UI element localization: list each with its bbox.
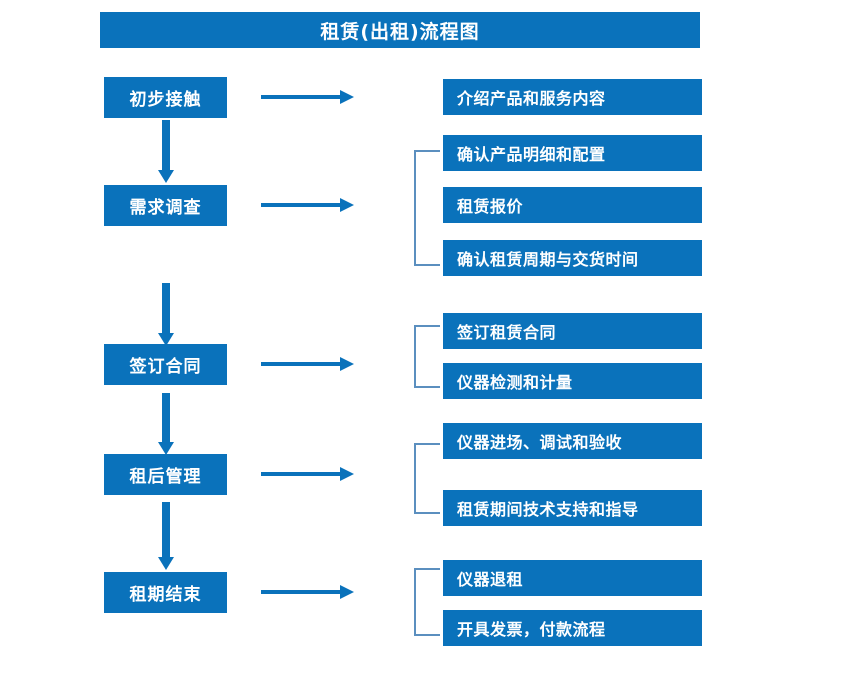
stage-box-post-rental-management[interactable]: 租后管理 xyxy=(104,454,227,495)
arrow-head xyxy=(340,198,354,212)
arrow-head xyxy=(340,585,354,599)
task-box-invoicing-payment[interactable]: 开具发票，付款流程 xyxy=(443,610,702,646)
stage-box-demand-survey[interactable]: 需求调查 xyxy=(104,185,227,226)
arrow-shaft xyxy=(162,283,170,333)
task-box-instrument-return[interactable]: 仪器退租 xyxy=(443,560,702,596)
arrow-shaft xyxy=(261,472,341,476)
task-box-technical-support[interactable]: 租赁期间技术支持和指导 xyxy=(443,490,702,526)
arrow-right-icon xyxy=(261,357,354,371)
arrow-down-icon xyxy=(158,502,174,570)
arrow-head xyxy=(158,170,174,183)
stage-box-lease-end[interactable]: 租期结束 xyxy=(104,572,227,613)
arrow-right-icon xyxy=(261,585,354,599)
task-box-confirm-lease-period[interactable]: 确认租赁周期与交货时间 xyxy=(443,240,702,276)
arrow-right-icon xyxy=(261,198,354,212)
arrow-head xyxy=(158,442,174,455)
arrow-right-icon xyxy=(261,467,354,481)
arrow-head xyxy=(340,357,354,371)
arrow-down-icon xyxy=(158,393,174,455)
task-box-rental-quotation[interactable]: 租赁报价 xyxy=(443,187,702,223)
arrow-shaft xyxy=(162,393,170,442)
arrow-down-icon xyxy=(158,283,174,346)
arrow-shaft xyxy=(261,362,341,366)
arrow-shaft xyxy=(261,203,341,207)
task-box-introduce-products[interactable]: 介绍产品和服务内容 xyxy=(443,79,702,115)
stage-box-sign-contract[interactable]: 签订合同 xyxy=(104,344,227,385)
group-bracket-icon xyxy=(414,568,440,636)
group-bracket-icon xyxy=(414,325,440,388)
task-box-instrument-inspection[interactable]: 仪器检测和计量 xyxy=(443,363,702,399)
arrow-head xyxy=(158,557,174,570)
arrow-shaft xyxy=(162,120,170,170)
diagram-title: 租赁(出租)流程图 xyxy=(100,12,700,48)
stage-box-initial-contact[interactable]: 初步接触 xyxy=(104,77,227,118)
group-bracket-icon xyxy=(414,150,440,266)
arrow-shaft xyxy=(261,590,341,594)
task-box-sign-lease-agreement[interactable]: 签订租赁合同 xyxy=(443,313,702,349)
arrow-head xyxy=(340,90,354,104)
arrow-down-icon xyxy=(158,120,174,183)
task-box-confirm-product-details[interactable]: 确认产品明细和配置 xyxy=(443,135,702,171)
task-box-instrument-installation[interactable]: 仪器进场、调试和验收 xyxy=(443,423,702,459)
arrow-right-icon xyxy=(261,90,354,104)
arrow-shaft xyxy=(261,95,341,99)
group-bracket-icon xyxy=(414,443,440,514)
arrow-shaft xyxy=(162,502,170,557)
arrow-head xyxy=(158,333,174,346)
arrow-head xyxy=(340,467,354,481)
